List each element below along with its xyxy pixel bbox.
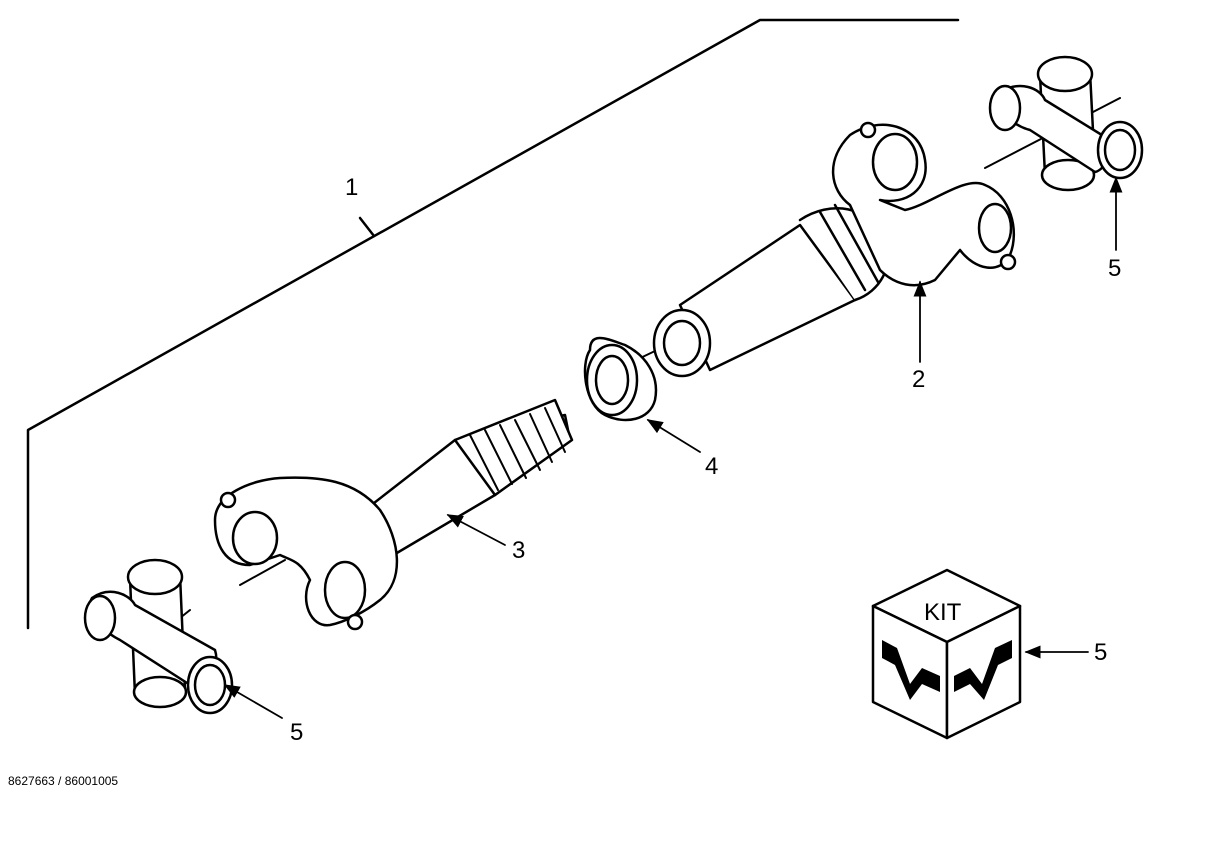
callout-5-kit: 5	[1094, 639, 1107, 666]
seal-ring	[583, 336, 658, 422]
callout-5-right: 5	[1108, 255, 1121, 282]
kit-logo-right-icon	[954, 640, 1012, 700]
splined-shaft-yoke	[213, 398, 574, 631]
kit-label: KIT	[924, 599, 962, 626]
slip-yoke-tube	[652, 121, 1017, 378]
figure-caption: 8627663 / 86001005	[8, 774, 118, 788]
callout-2: 2	[912, 366, 925, 393]
universal-joint-cross-left	[83, 558, 234, 715]
kit-cube	[871, 568, 1022, 740]
universal-joint-cross-right	[988, 55, 1144, 192]
assembly-bracket	[26, 18, 960, 630]
callout-1: 1	[345, 174, 358, 201]
leader-lines	[223, 176, 1123, 719]
callout-5-left: 5	[290, 719, 303, 746]
callout-4: 4	[705, 453, 718, 480]
callout-3: 3	[512, 537, 525, 564]
kit-logo-left-icon	[882, 640, 940, 700]
